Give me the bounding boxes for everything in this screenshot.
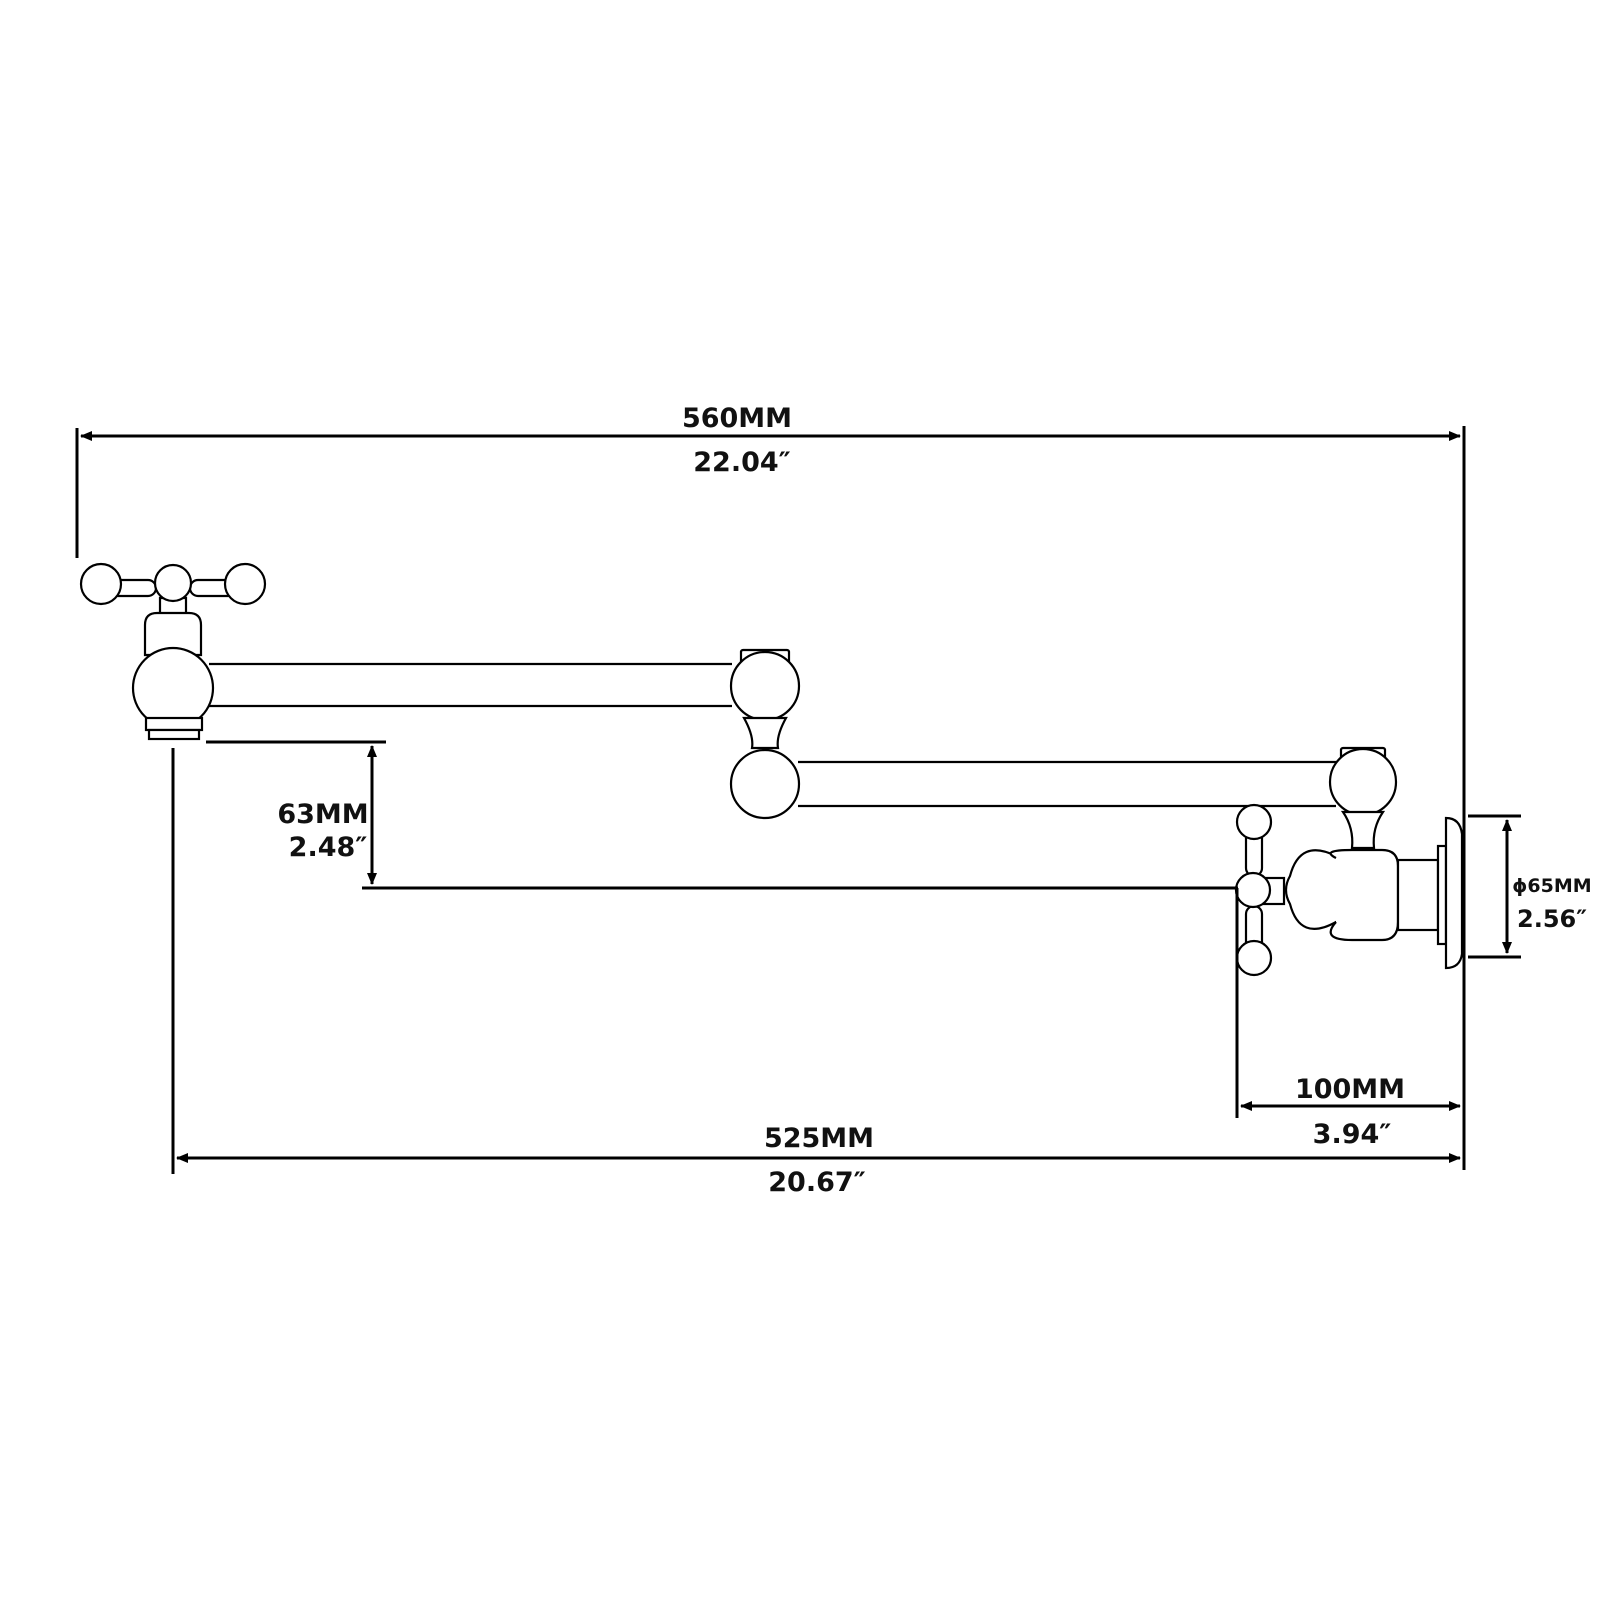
valve-handle-knob-top: [1235, 803, 1273, 841]
lower-arm: [798, 760, 1336, 808]
dimension-labels: 560MM 22.04″ 525MM 20.67″ 63MM 2.48″ ϕ65…: [277, 403, 1591, 1198]
dimension-arrows: [80, 431, 1512, 1163]
pot-filler-faucet: [79, 562, 1464, 977]
spout-ball: [131, 646, 215, 730]
wall-valve: [1234, 746, 1464, 977]
handle-knob-right: [223, 562, 267, 606]
spout-head: [79, 562, 267, 741]
flange-diameter-inch: 2.56″: [1517, 905, 1587, 933]
valve-offset-inch: 3.94″: [1313, 1119, 1392, 1150]
middle-joint: [729, 648, 801, 820]
handle-hub: [153, 563, 193, 603]
spout-neck: [143, 611, 203, 657]
flange-diameter-mm: ϕ65MM: [1512, 875, 1591, 897]
flange-ring: [1436, 844, 1448, 946]
valve-body: [1329, 848, 1400, 942]
joint-neck: [742, 716, 788, 750]
valve-handle-hub: [1234, 871, 1272, 909]
valve-offset-mm: 100MM: [1295, 1074, 1405, 1105]
drop-height-mm: 63MM: [277, 799, 368, 830]
aerator-tip: [147, 728, 201, 741]
upper-arm: [209, 662, 732, 708]
overall-length-inch: 22.04″: [693, 447, 790, 478]
valve-connector: [1396, 858, 1440, 932]
joint-ball-upper: [729, 650, 801, 722]
extension-lines: [75, 426, 1521, 1174]
overall-length-mm: 560MM: [682, 403, 792, 434]
valve-ball: [1328, 747, 1398, 817]
wall-flange: [1444, 816, 1464, 970]
handle-knob-left: [79, 562, 123, 606]
valve-handle-knob-bottom: [1235, 939, 1273, 977]
joint-ball-lower: [729, 748, 801, 820]
drop-height-inch: 2.48″: [289, 832, 368, 863]
valve-body-round: [1284, 849, 1340, 930]
aerator-ring: [144, 716, 204, 732]
spout-length-inch: 20.67″: [768, 1167, 865, 1198]
spout-length-mm: 525MM: [764, 1123, 874, 1154]
valve-neck: [1340, 810, 1386, 850]
